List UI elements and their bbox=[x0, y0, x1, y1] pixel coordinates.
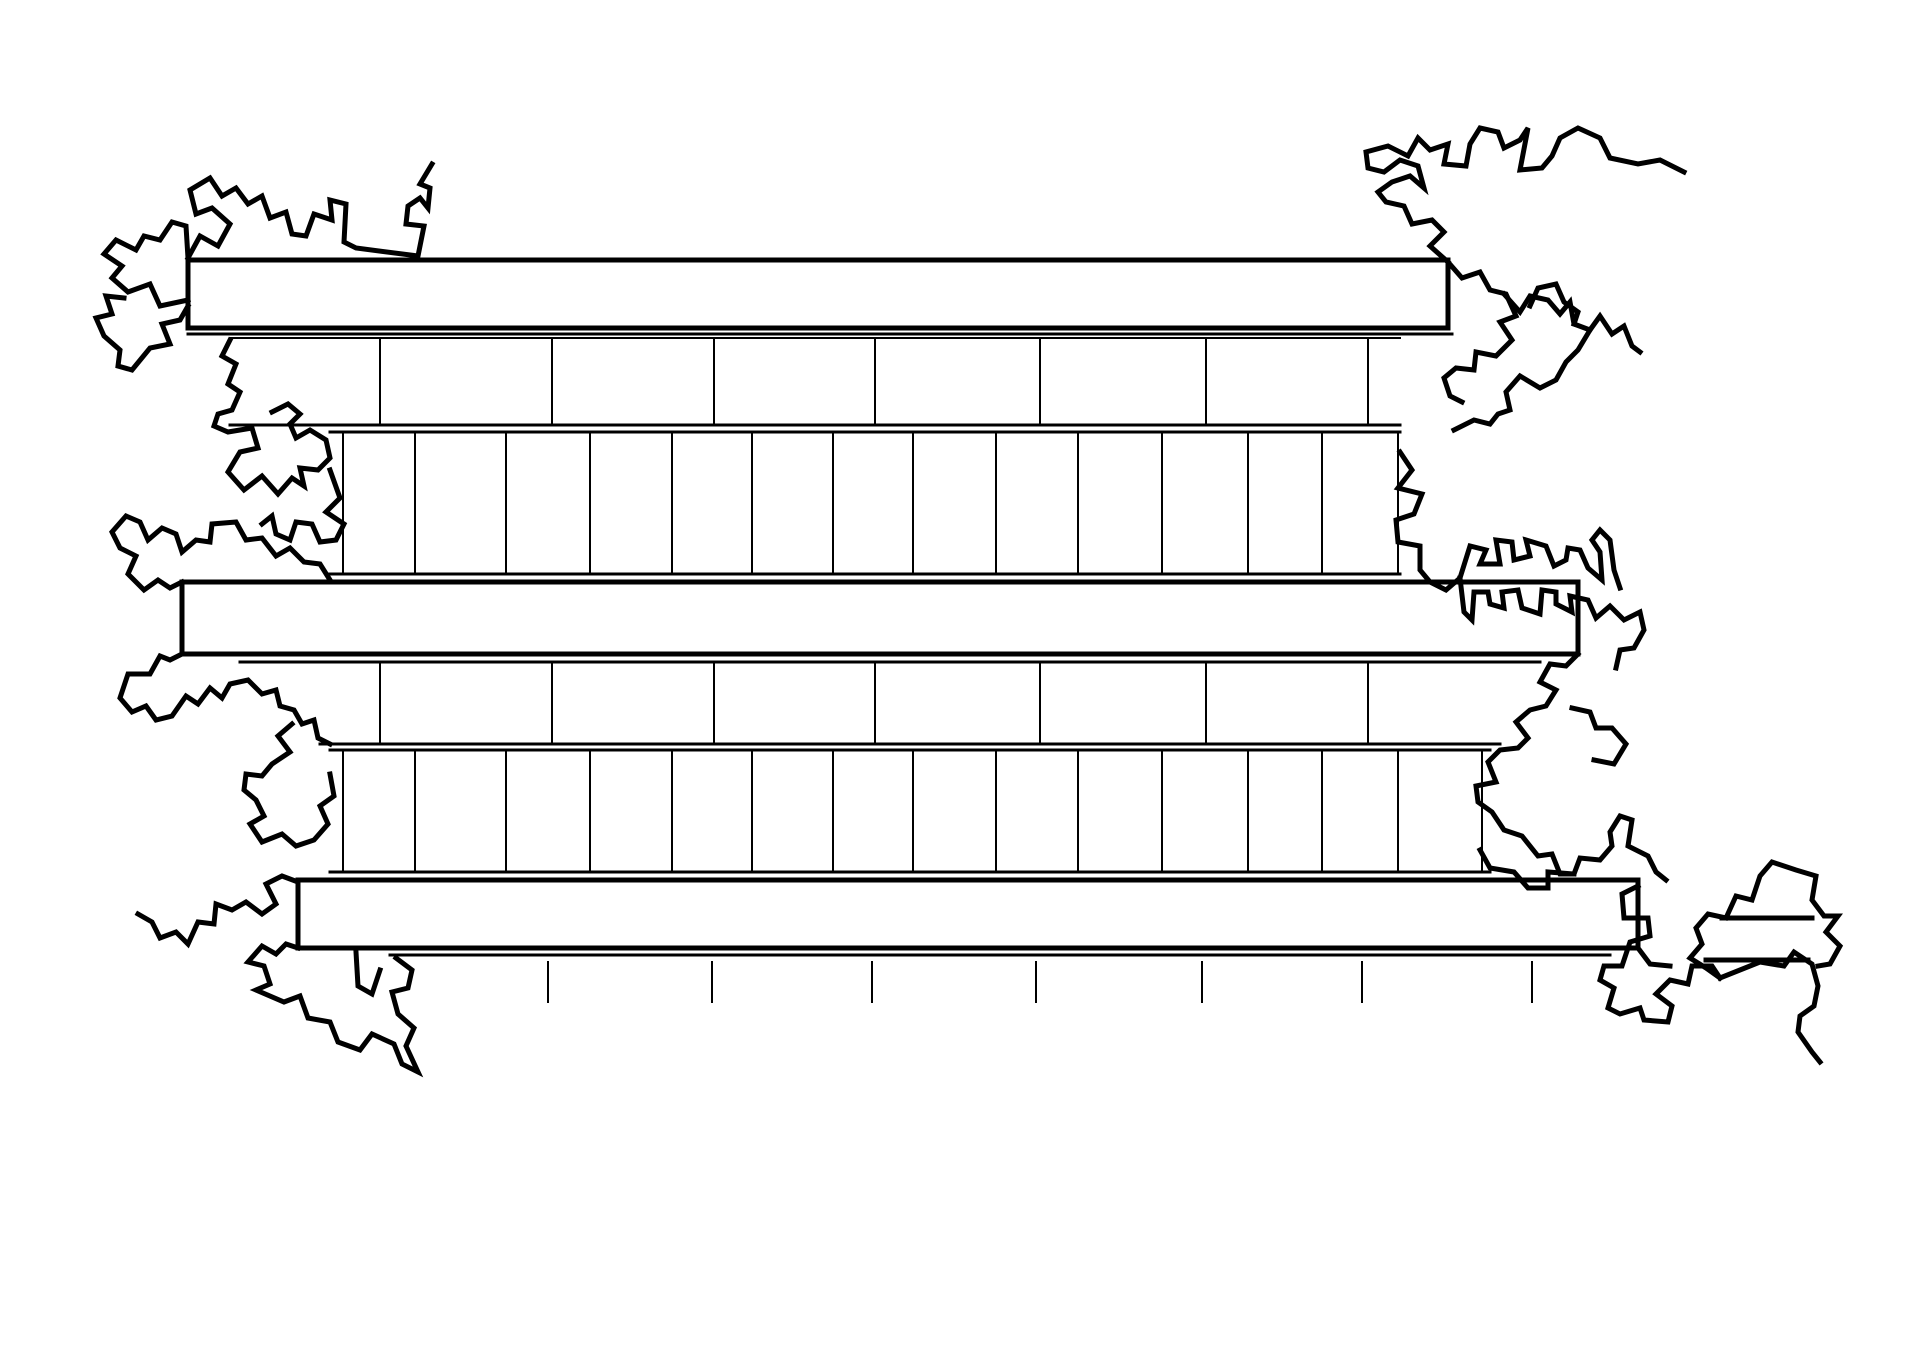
middle-slab bbox=[179, 579, 1581, 657]
floor-2-upper-band bbox=[318, 663, 1502, 746]
floor-1-window-row bbox=[328, 430, 1402, 576]
ground-floor-mullions bbox=[547, 961, 1533, 1003]
foliage-right-upper-floor bbox=[1393, 448, 1647, 671]
foliage-left-upper-floor bbox=[210, 336, 348, 545]
roof-slab bbox=[185, 257, 1451, 331]
foliage-top-left bbox=[92, 160, 436, 373]
foliage-right-middle bbox=[1473, 650, 1670, 891]
foliage-left-middle bbox=[109, 512, 337, 849]
floor-1-upper-band bbox=[228, 337, 1402, 427]
foliage-bottom-right bbox=[1597, 859, 1844, 1066]
foliage-top-right bbox=[1363, 125, 1688, 434]
foliage-bottom-left bbox=[134, 873, 424, 1078]
floor-2-window-row bbox=[328, 748, 1492, 874]
lower-slab bbox=[295, 877, 1641, 951]
